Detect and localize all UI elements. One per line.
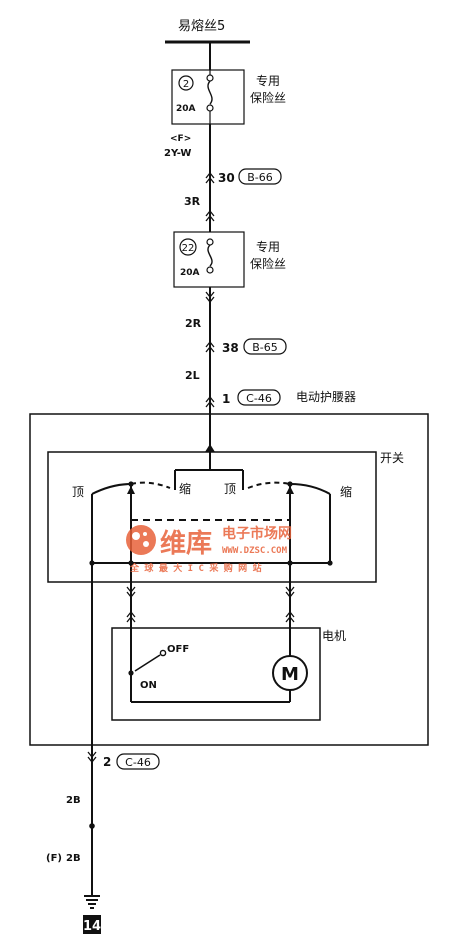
motor-label: 电机 [322, 629, 346, 643]
connector-2-badge [243, 338, 287, 355]
fuse-2-terminal-top [206, 238, 214, 246]
device-outline [29, 413, 429, 746]
connector-3-id: C-46 [246, 392, 272, 405]
wire-4-label: 2L [185, 369, 200, 382]
fuse-2-rating: 20A [180, 268, 200, 278]
fuse-1-element-icon [207, 80, 213, 105]
connector-4-pin: 2 [103, 755, 111, 769]
limit-switch-off-label: OFF [167, 644, 189, 655]
motor-outline [111, 627, 321, 721]
fuse-1-number: 2 [183, 79, 189, 90]
connector-1-pin: 30 [218, 171, 235, 185]
fuse-1-box [171, 69, 245, 125]
fuse-2-terminal-bottom [206, 266, 214, 274]
wire-6-code: (F) [46, 853, 62, 864]
fuse-1-name-1: 专用 [256, 73, 280, 88]
connector-3-mark [205, 395, 215, 408]
fuse-2-number-circle [179, 238, 197, 256]
connector-2-mark [205, 340, 215, 353]
wire-6-label: 2B [66, 853, 81, 864]
connector-2-id: B-65 [252, 341, 278, 354]
switch-motor-chevrons [126, 586, 295, 623]
limit-switch-on-label: ON [140, 680, 157, 691]
wire-2-label: 3R [184, 195, 201, 208]
switch-right-up-label: 顶 [224, 482, 236, 496]
connector-2-pin: 38 [222, 341, 239, 355]
wire-2-chevron [205, 209, 215, 222]
limit-switch-blade [134, 654, 161, 672]
switch-feed-arrow [205, 444, 215, 452]
ground-icon [84, 895, 100, 909]
wire-5-label: 2B [66, 795, 81, 806]
connector-4-mark [87, 751, 97, 764]
connector-4-id: C-46 [125, 756, 151, 769]
ground-number-badge [83, 915, 101, 934]
limit-switch-contact [159, 649, 167, 657]
watermark-logo-icon [126, 525, 156, 555]
connector-1-id: B-66 [247, 171, 273, 184]
switch-left-contact-dashed [130, 481, 171, 489]
connector-3-badge [237, 389, 281, 406]
switch-right-down-label: 缩 [340, 484, 352, 499]
connector-1-mark [205, 171, 215, 184]
switch-left-down-label: 缩 [179, 481, 191, 496]
connector-3-pin: 1 [222, 392, 230, 406]
fuse-1-name-2: 保险丝 [250, 90, 286, 105]
fuse-1-number-circle [178, 75, 194, 91]
wire-1-code: <F> [170, 134, 191, 144]
fuse-2-name-1: 专用 [256, 239, 280, 254]
device-label: 电动护腰器 [296, 390, 356, 404]
fuse-1: 2 20A [171, 69, 245, 125]
switch-right-contact-dashed [247, 481, 291, 489]
fuse-2-number: 22 [182, 243, 195, 254]
fuse-2-element-icon [207, 244, 213, 267]
wire-1-color: 2Y-W [164, 148, 191, 159]
watermark-brand: 维库 [160, 528, 212, 559]
wire-3-label: 2R [185, 317, 202, 330]
motor-letter: M [281, 664, 299, 685]
fuse-1-terminal-top [206, 74, 214, 82]
wire-splice [89, 823, 95, 829]
watermark: 维库 电子市场网 WWW.DZSC.COM 全 球 最 大 I C 采 购 网 … [126, 525, 292, 574]
top-fuse-label: 易熔丝5 [178, 19, 225, 34]
fuse-2-out-chevron [205, 291, 215, 304]
watermark-url: WWW.DZSC.COM [222, 546, 288, 556]
switch-left-up-label: 顶 [72, 485, 84, 499]
switch-label: 开关 [380, 451, 404, 465]
fuse-1-rating: 20A [176, 104, 196, 114]
fuse-2-name-2: 保险丝 [250, 256, 286, 271]
watermark-slogan: 全 球 最 大 I C 采 购 网 站 [129, 562, 262, 574]
ground-number: 14 [83, 919, 101, 934]
fuse-2: 22 20A [173, 231, 245, 288]
watermark-title: 电子市场网 [222, 525, 292, 542]
fuse-1-terminal-bottom [206, 104, 214, 112]
connector-1-badge [238, 168, 282, 185]
connector-4-badge [116, 753, 160, 770]
